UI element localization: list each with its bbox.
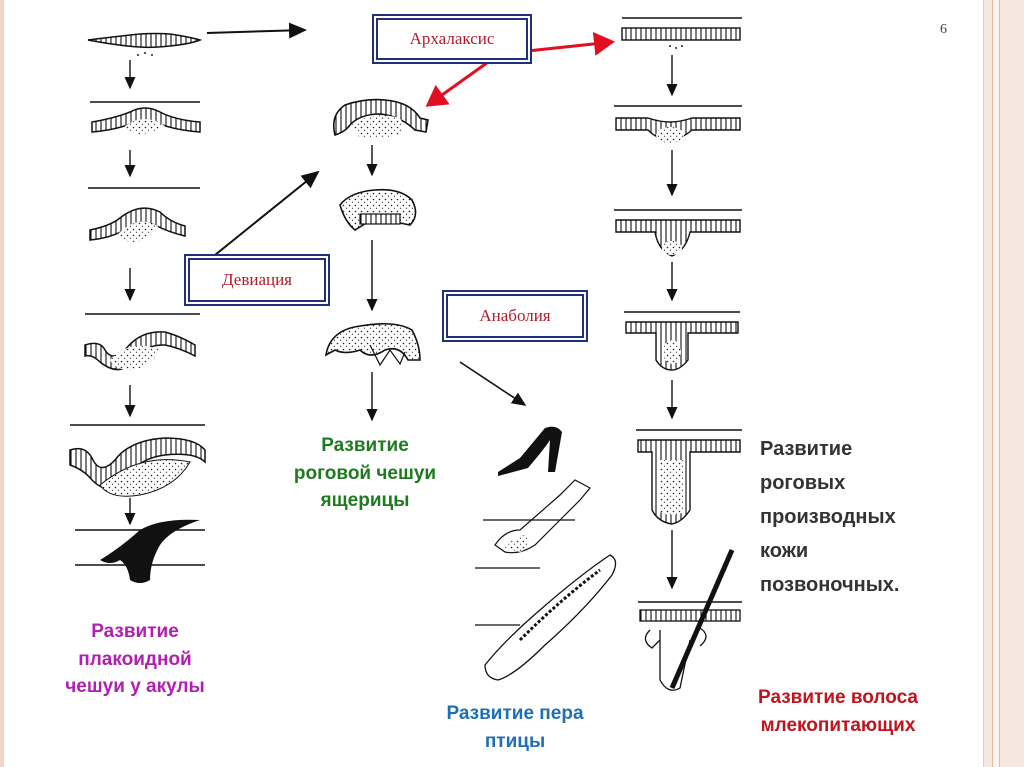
mammal-stage-5 <box>636 429 742 525</box>
label-deviation: Девиация <box>188 258 326 302</box>
slide-frame-left <box>0 0 4 767</box>
caption-vertebrates-line-1: Развитие <box>760 438 853 460</box>
caption-vertebrates-line-5: позвоночных. <box>760 574 900 596</box>
shark-stage-6 <box>75 519 205 583</box>
page-number: 6 <box>940 22 947 37</box>
caption-lizard-line-1: Развитие <box>321 435 409 456</box>
bird-stage-1 <box>498 426 562 476</box>
lizard-stage-1 <box>332 98 429 139</box>
shark-stage-1 <box>87 32 203 56</box>
caption-lizard-line-2: роговой чешуи <box>293 462 437 484</box>
label-archallaxis: Архалаксис <box>376 18 528 60</box>
shark-stage-4 <box>84 313 200 371</box>
caption-vertebrates: Развитие роговых производных кожи позвон… <box>760 432 950 602</box>
mammal-stage-6 <box>638 549 742 691</box>
shark-stage-2 <box>90 101 201 134</box>
arrow-deviation <box>214 170 320 256</box>
red-arrow-to-lizard <box>425 53 499 107</box>
caption-shark: Развитие плакоидной чешуи у акулы <box>30 618 240 701</box>
shark-stage-5 <box>69 424 206 497</box>
caption-bird-line-1: Развитие пера <box>446 703 584 724</box>
slide-frame-right <box>983 0 1024 767</box>
red-arrow-to-mammal <box>517 31 615 56</box>
label-anabolia: Анаболия <box>446 294 584 338</box>
caption-mammal-line-1: Развитие волоса <box>758 687 918 708</box>
shark-stage-3 <box>88 187 200 242</box>
arrow-to-archallaxis <box>206 22 307 39</box>
caption-mammal-line-2: млекопитающих <box>760 714 916 736</box>
bird-stage-3 <box>475 554 617 681</box>
lizard-stage-2 <box>339 188 417 231</box>
bird-stage-2 <box>483 479 591 554</box>
mammal-stage-1 <box>621 17 742 49</box>
caption-vertebrates-line-2: роговых <box>760 472 846 494</box>
arrow-anabolia <box>459 361 527 406</box>
caption-bird-line-2: птицы <box>484 730 546 752</box>
caption-bird: Развитие пера птицы <box>405 700 625 755</box>
mammal-stage-4 <box>624 311 740 371</box>
caption-vertebrates-line-3: производных <box>760 506 896 528</box>
caption-shark-line-3: чешуи у акулы <box>65 676 205 698</box>
caption-shark-line-2: плакоидной <box>78 648 192 670</box>
caption-vertebrates-line-4: кожи <box>760 540 809 562</box>
caption-mammal: Развитие волоса млекопитающих <box>718 684 958 739</box>
mammal-stage-3 <box>614 209 742 257</box>
lizard-stage-3 <box>324 322 421 367</box>
caption-shark-line-1: Развитие <box>91 621 179 642</box>
caption-lizard: Развитие роговой чешуи ящерицы <box>255 432 475 515</box>
caption-lizard-line-3: ящерицы <box>320 490 410 512</box>
mammal-stage-2 <box>614 105 742 143</box>
